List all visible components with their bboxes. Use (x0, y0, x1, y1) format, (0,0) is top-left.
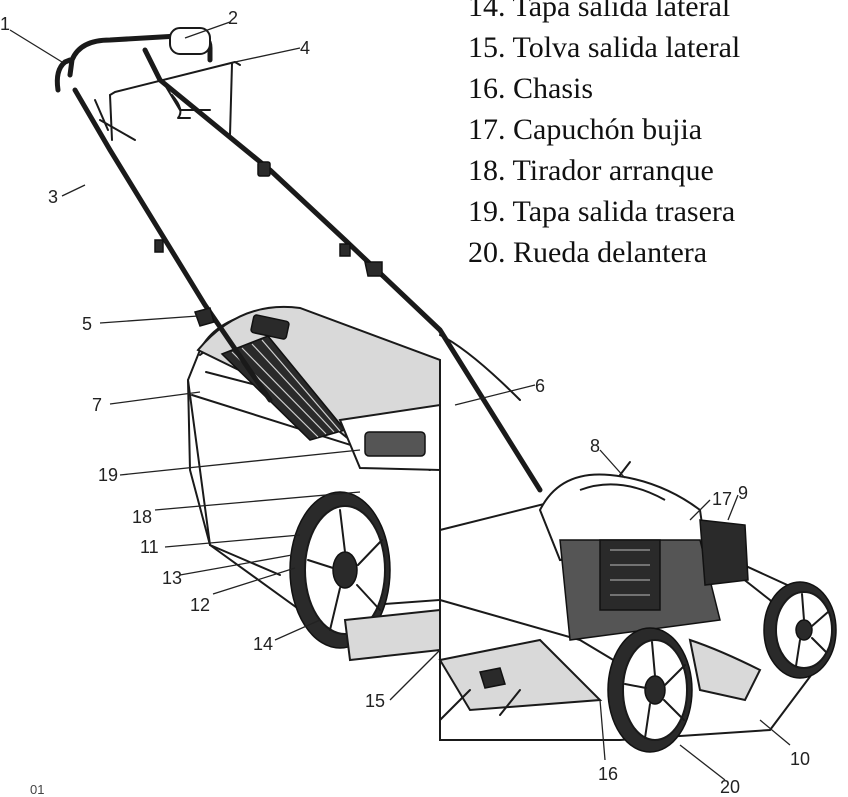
callout-12: 12 (190, 595, 210, 615)
callout-14: 14 (253, 634, 273, 654)
callout-8: 8 (590, 436, 600, 456)
callout-9: 9 (738, 483, 748, 503)
page-number: 01 (30, 782, 45, 797)
engine (538, 461, 749, 641)
legend-item-16: 16. Chasis (468, 72, 594, 105)
callout-20: 20 (720, 777, 740, 795)
legend-item-15: 15. Tolva salida lateral (468, 31, 741, 64)
legend-item-20: 20. Rueda delantera (468, 236, 708, 269)
legend-item-18: 18. Tirador arranque (468, 154, 714, 187)
legend-item-19: 19. Tapa salida trasera (468, 195, 736, 228)
callout-1: 1 (0, 14, 10, 34)
callout-numbers: 1 2 3 4 5 6 7 8 9 10 11 12 13 14 15 16 1… (0, 8, 810, 795)
callout-11: 11 (140, 537, 159, 557)
bag-top-cover (196, 306, 441, 472)
handle (54, 27, 543, 493)
callout-18: 18 (132, 507, 152, 527)
callout-4: 4 (300, 38, 310, 58)
front-wheel (607, 627, 693, 753)
leader-lines (9, 21, 791, 781)
callout-5: 5 (82, 314, 92, 334)
callout-19: 19 (98, 465, 118, 485)
callout-16: 16 (598, 764, 618, 784)
callout-2: 2 (228, 8, 238, 28)
parts-legend: 14. Tapa salida lateral 15. Tolva salida… (468, 0, 843, 273)
rear-wheel (289, 491, 441, 662)
callout-7: 7 (92, 395, 102, 415)
callout-17: 17 (712, 489, 732, 509)
far-wheel (763, 581, 837, 679)
legend-item-17: 17. Capuchón bujia (468, 113, 703, 146)
callout-10: 10 (790, 749, 810, 769)
callout-13: 13 (162, 568, 182, 588)
legend-item-14: 14. Tapa salida lateral (468, 0, 731, 23)
callout-3: 3 (48, 187, 58, 207)
callout-15: 15 (365, 691, 385, 711)
callout-6: 6 (535, 376, 545, 396)
